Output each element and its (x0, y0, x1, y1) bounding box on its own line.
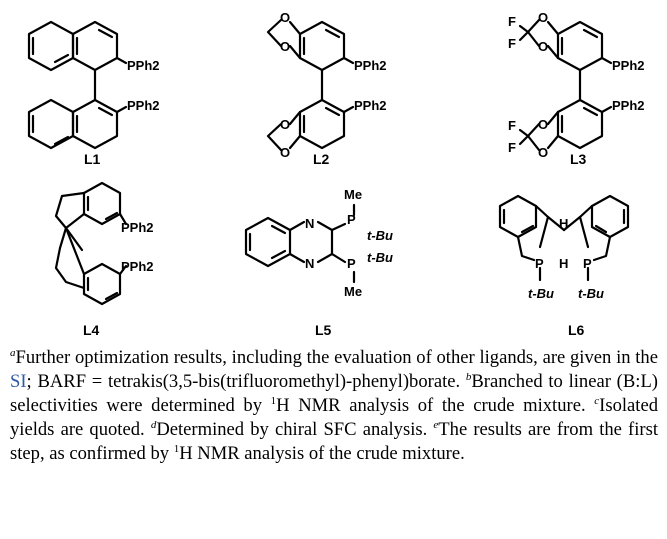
l4-label: L4 (83, 322, 100, 338)
footnote-b-nmr-sup: 1 (270, 395, 277, 407)
l3-label: L3 (570, 151, 587, 167)
l3-o4-atom: O (538, 145, 548, 160)
l5-n-top-atom: N (305, 216, 314, 231)
l2-pph2-bottom-label: PPh2 (354, 98, 387, 113)
l5-label: L5 (315, 322, 332, 338)
footnote-c-mark: c (594, 395, 600, 407)
footnote-b-text: Branched to linear (B:L) selectivities w… (10, 371, 658, 416)
footnote-e-nmr-sup: 1 (173, 443, 180, 455)
l5-tbu-bottom-label: t-Bu (367, 250, 393, 265)
l3-o3-atom: O (538, 117, 548, 132)
footnote-a-text-end: ; BARF = tetrakis(3,5-bis(trifluoromethy… (26, 371, 466, 392)
l5-p-top-atom: P (347, 212, 356, 227)
footnote-b-mark: b (465, 371, 472, 383)
l5-me-bottom-label: Me (344, 284, 362, 299)
ligand-l2-structure (266, 18, 355, 152)
l2-label: L2 (313, 151, 330, 167)
footnote-a-mark: a (10, 347, 16, 359)
footnote-c-text: Isolated yields are quoted. (10, 395, 658, 440)
l3-f2-atom: F (508, 36, 516, 51)
l3-o2-atom: O (538, 39, 548, 54)
l1-label: L1 (84, 151, 101, 167)
si-link[interactable]: SI (10, 371, 27, 392)
l2-o4-atom: O (280, 145, 290, 160)
l6-h-top-label: H (559, 216, 568, 231)
footnote-d-mark: d (150, 419, 157, 431)
l6-h-bottom-label: H (559, 256, 568, 271)
ligand-l1-structure (27, 20, 128, 150)
l4-pph2-bottom-label: PPh2 (121, 259, 154, 274)
l6-p-right-atom: P (583, 256, 592, 271)
l1-pph2-top-label: PPh2 (127, 58, 160, 73)
footnote-b-text-end: H NMR analysis of the crude mixture. (276, 395, 595, 416)
l3-pph2-bottom-label: PPh2 (612, 98, 645, 113)
table-footnotes: aFurther optimization results, including… (10, 346, 658, 466)
l3-f4-atom: F (508, 140, 516, 155)
l5-n-bottom-atom: N (305, 256, 314, 271)
l3-pph2-top-label: PPh2 (612, 58, 645, 73)
l5-me-top-label: Me (344, 187, 362, 202)
ligand-l4-structure (54, 181, 128, 306)
footnote-e-text: The results are from the first step, as … (10, 419, 659, 464)
ligand-l3-structure (518, 18, 613, 152)
l6-tbu-left-label: t-Bu (528, 286, 554, 301)
ligand-l5-structure (244, 203, 356, 284)
footnote-e-text-end: H NMR analysis of the crude mixture. (179, 443, 465, 464)
l4-pph2-top-label: PPh2 (121, 220, 154, 235)
footnote-a-text: Further optimization results, including … (15, 347, 659, 368)
l2-o1-atom: O (280, 10, 290, 25)
l2-o3-atom: O (280, 117, 290, 132)
l3-o1-atom: O (538, 10, 548, 25)
l6-tbu-right-label: t-Bu (578, 286, 604, 301)
l2-o2-atom: O (280, 39, 290, 54)
ligand-structures-figure: PPh2 PPh2 L1 O O O O PPh2 PPh2 L2 (27, 10, 645, 338)
footnote-d-text: Determined by chiral SFC analysis. (156, 419, 434, 440)
l3-f3-atom: F (508, 118, 516, 133)
footnote-paragraph: aFurther optimization results, including… (10, 346, 658, 466)
l3-f1-atom: F (508, 14, 516, 29)
l6-p-left-atom: P (535, 256, 544, 271)
footnote-e-mark: e (433, 419, 439, 431)
l1-pph2-bottom-label: PPh2 (127, 98, 160, 113)
l2-pph2-top-label: PPh2 (354, 58, 387, 73)
l6-label: L6 (568, 322, 585, 338)
l5-tbu-top-label: t-Bu (367, 228, 393, 243)
ligand-l6-structure (498, 194, 630, 282)
l5-p-bottom-atom: P (347, 256, 356, 271)
